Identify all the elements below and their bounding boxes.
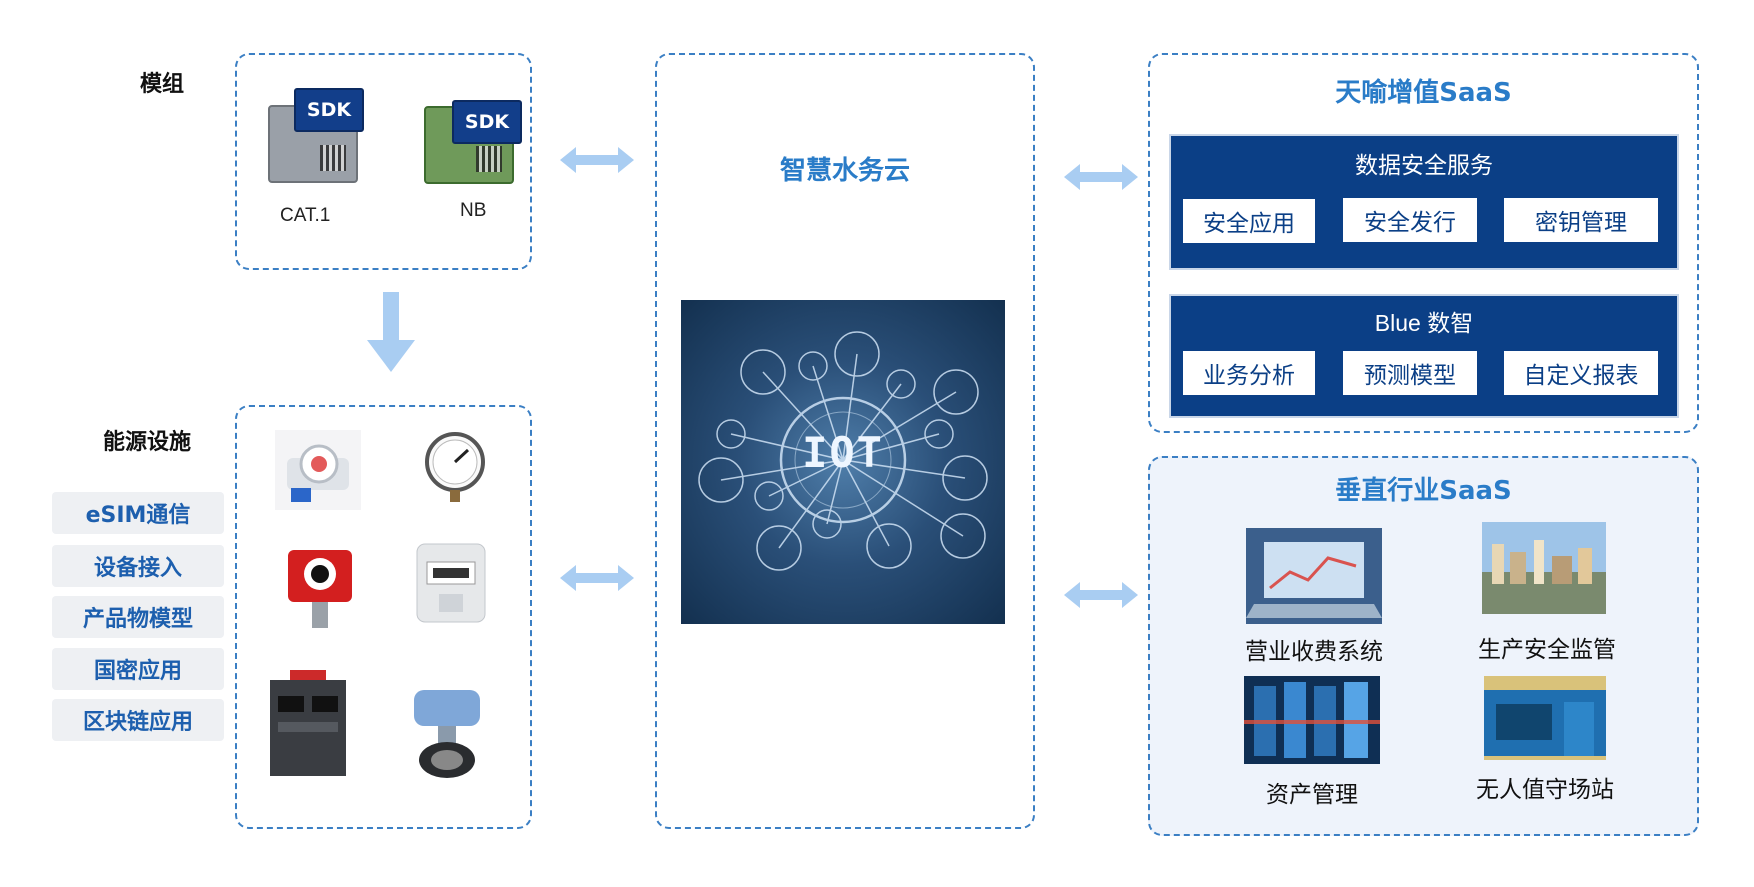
- valve-actuator-icon: [414, 690, 480, 778]
- cloud-title: 智慧水务云: [779, 156, 910, 186]
- double-arrow-icon: [560, 565, 634, 591]
- billing-system-caption: 营业收费系统: [1245, 639, 1383, 665]
- modules-label: 模组: [140, 72, 185, 97]
- production-safety-image[interactable]: [1482, 522, 1606, 614]
- nb-sdk-tag: SDK: [452, 100, 522, 144]
- side-item-device-access[interactable]: 设备接入: [52, 545, 224, 587]
- iot-network-icon: [698, 331, 988, 571]
- blue-intelligence-panel: Blue 数智 业务分析 预测模型 自定义报表: [1169, 294, 1679, 418]
- value-saas-box: [1148, 53, 1699, 433]
- water-meter-icon: [275, 430, 361, 510]
- chip-security-issue[interactable]: 安全发行: [1343, 198, 1477, 242]
- modules-box: [235, 53, 532, 270]
- iot-illustration: IOT: [681, 300, 1005, 624]
- gas-meter-icon: [416, 543, 486, 623]
- blue-intelligence-title: Blue 数智: [1374, 310, 1474, 336]
- side-item-product-model[interactable]: 产品物模型: [52, 596, 224, 638]
- side-item-esim[interactable]: eSIM通信: [52, 492, 224, 534]
- production-safety-caption: 生产安全监管: [1478, 637, 1616, 663]
- cloud-box: [655, 53, 1035, 829]
- down-arrow-icon: [367, 292, 415, 372]
- unmanned-station-caption: 无人值守场站: [1476, 777, 1614, 803]
- chip-business-analysis[interactable]: 业务分析: [1183, 351, 1315, 395]
- vertical-saas-box: [1148, 456, 1699, 836]
- chip-key-management[interactable]: 密钥管理: [1504, 198, 1658, 242]
- iot-text: IOT: [802, 428, 884, 477]
- asset-management-caption: 资产管理: [1266, 782, 1358, 808]
- pressure-gauge-icon: [425, 432, 485, 502]
- chip-prediction-model[interactable]: 预测模型: [1343, 351, 1477, 395]
- chip-custom-report[interactable]: 自定义报表: [1504, 351, 1658, 395]
- chip-security-app[interactable]: 安全应用: [1183, 199, 1315, 243]
- energy-label: 能源设施: [103, 430, 192, 455]
- billing-system-image[interactable]: [1246, 528, 1382, 624]
- vertical-saas-title: 垂直行业SaaS: [1335, 476, 1512, 506]
- side-item-blockchain[interactable]: 区块链应用: [52, 699, 224, 741]
- energy-box: [235, 405, 532, 829]
- double-arrow-icon: [1064, 582, 1138, 608]
- side-item-crypto[interactable]: 国密应用: [52, 648, 224, 690]
- cat1-caption: CAT.1: [280, 205, 331, 226]
- gas-detector-icon: [288, 550, 352, 628]
- value-saas-title: 天喻增值SaaS: [1335, 78, 1512, 108]
- cat1-sdk-tag: SDK: [294, 88, 364, 132]
- double-arrow-icon: [560, 147, 634, 173]
- nb-caption: NB: [460, 200, 487, 221]
- data-security-title: 数据安全服务: [1355, 153, 1493, 179]
- control-panel-icon: [270, 670, 346, 776]
- data-security-panel: 数据安全服务 安全应用 安全发行 密钥管理: [1169, 134, 1679, 270]
- double-arrow-icon: [1064, 164, 1138, 190]
- asset-management-image[interactable]: [1244, 676, 1380, 764]
- unmanned-station-image[interactable]: [1484, 676, 1606, 760]
